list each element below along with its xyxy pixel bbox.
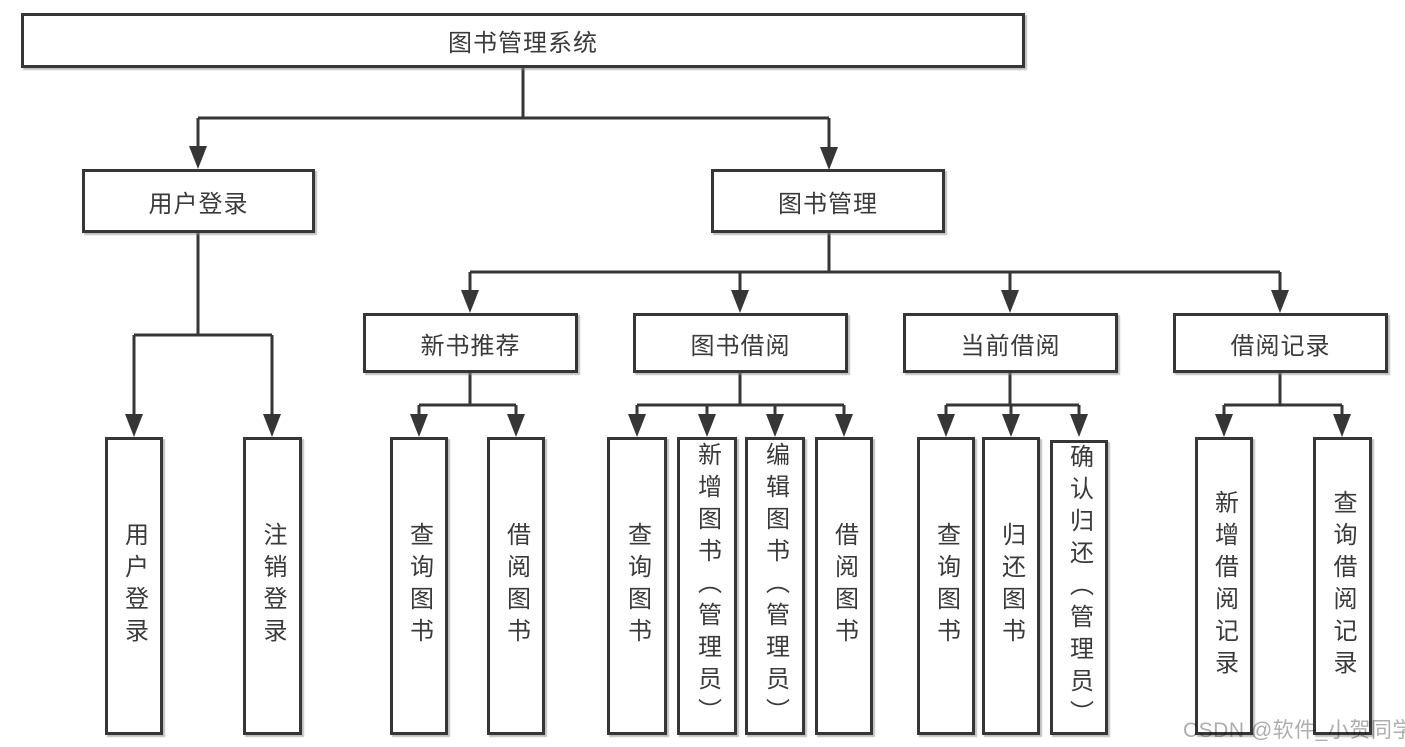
node-edit-book-admin: 编辑图书（管理员）	[745, 437, 805, 735]
node-confirm-return-admin: 确认归还（管理员）	[1050, 440, 1108, 735]
node-add-book-admin: 新增图书（管理员）	[677, 437, 737, 735]
csdn-watermark: CSDN @软件_小贺同学	[1183, 719, 1405, 742]
node-user-login: 用户登录	[82, 169, 315, 233]
node-root: 图书管理系统	[21, 13, 1025, 68]
node-query-book-borrowing: 查询图书	[607, 437, 667, 735]
node-add-borrow-record: 新增借阅记录	[1195, 437, 1253, 735]
node-return-book: 归还图书	[982, 437, 1040, 735]
node-query-book-recommend: 查询图书	[390, 437, 448, 735]
node-current-borrowing: 当前借阅	[903, 313, 1118, 373]
node-book-management: 图书管理	[711, 169, 945, 233]
node-borrow-records: 借阅记录	[1173, 313, 1388, 373]
node-logout-action: 注销登录	[243, 437, 302, 735]
node-borrow-book-recommend: 借阅图书	[487, 437, 545, 735]
node-query-borrow-record: 查询借阅记录	[1313, 437, 1372, 735]
node-query-book-current: 查询图书	[917, 437, 975, 735]
arrowheads	[125, 146, 1351, 437]
node-user-login-action: 用户登录	[105, 437, 163, 735]
node-new-book-recommend: 新书推荐	[363, 313, 578, 373]
node-borrow-book-borrowing: 借阅图书	[815, 437, 873, 735]
node-book-borrowing: 图书借阅	[633, 313, 848, 373]
